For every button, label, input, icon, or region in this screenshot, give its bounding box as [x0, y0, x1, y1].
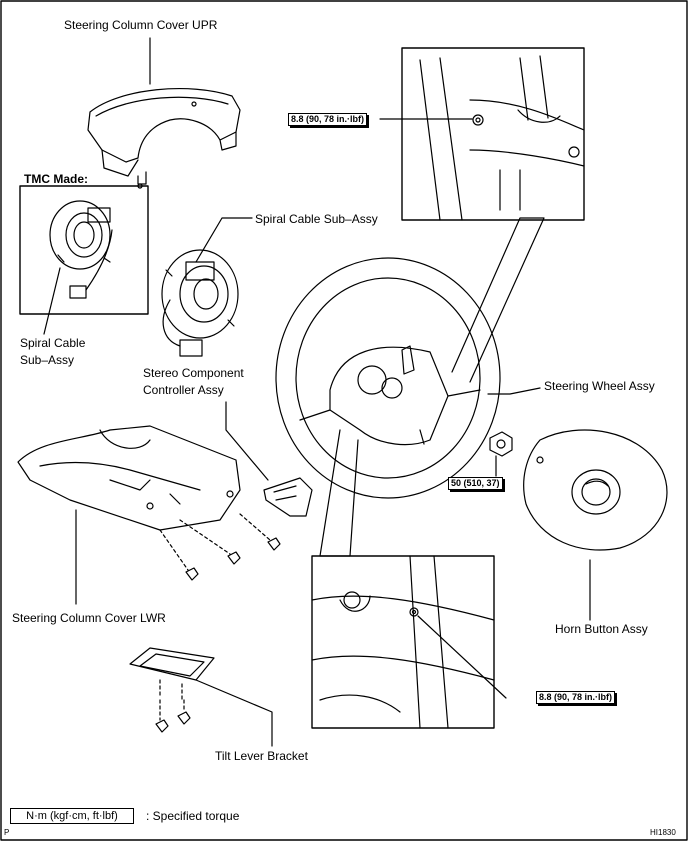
label-spiral-cable-left-line1: Spiral Cable — [20, 336, 86, 350]
corner-code-left: P — [4, 828, 10, 837]
label-spiral-cable-left-line2: Sub–Assy — [20, 353, 75, 367]
label-spiral-cable-right: Spiral Cable Sub–Assy — [255, 212, 378, 226]
torque-legend-text: : Specified torque — [146, 809, 240, 823]
figure-id: HI1830 — [650, 828, 676, 837]
label-stereo-line2: Controller Assy — [143, 383, 224, 397]
detail-bottom-art — [311, 555, 495, 729]
screw-parts — [159, 513, 281, 581]
label-stereo-line1: Stereo Component — [143, 366, 244, 380]
nut-part — [489, 431, 513, 457]
label-steering-wheel: Steering Wheel Assy — [544, 379, 655, 393]
torque-spec-top: 8.8 (90, 78 in.·lbf) — [288, 113, 368, 126]
stereo-controller-part — [263, 477, 313, 517]
detail-top-art — [419, 55, 585, 221]
torque-spec-bottom: 8.8 (90, 78 in.·lbf) — [536, 691, 616, 704]
label-column-cover-lwr: Steering Column Cover LWR — [12, 611, 166, 625]
column-cover-upr-part — [87, 88, 241, 189]
torque-legend-box: N·m (kgf·cm, ft·lbf) — [10, 808, 134, 824]
column-cover-lwr-part — [17, 425, 241, 531]
label-tilt-lever-bracket: Tilt Lever Bracket — [215, 749, 308, 763]
spiral-cable-tmc-part — [49, 200, 113, 299]
horn-button-part — [523, 429, 668, 551]
steering-wheel-part — [275, 257, 501, 499]
label-column-cover-upr: Steering Column Cover UPR — [64, 18, 218, 32]
label-tmc-made: TMC Made: — [24, 172, 88, 186]
spiral-cable-part — [161, 249, 239, 357]
torque-spec-nut: 50 (510, 37) — [448, 477, 503, 490]
tilt-lever-bracket-part — [129, 647, 215, 733]
label-horn-button: Horn Button Assy — [555, 622, 648, 636]
